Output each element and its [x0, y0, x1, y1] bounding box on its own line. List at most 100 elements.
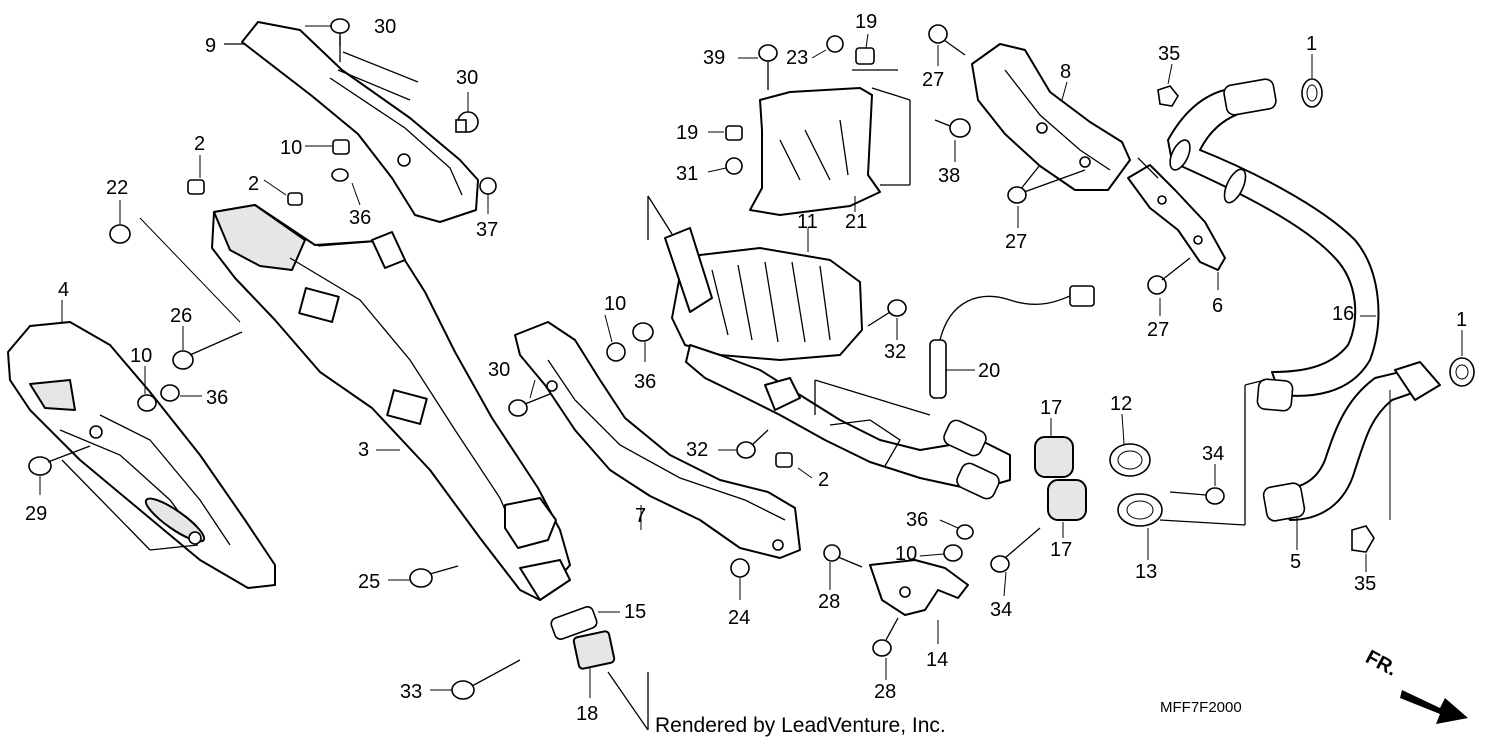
label-10: 10 [280, 137, 302, 159]
label-14: 14 [926, 649, 948, 671]
washer-36-d[interactable] [956, 524, 974, 540]
washer-36-a[interactable] [331, 168, 349, 182]
part-11-chamber[interactable] [664, 227, 1011, 501]
diagram-code: MFF7F2000 [1160, 699, 1242, 716]
bolt-29[interactable] [28, 445, 91, 476]
bolt-27-top[interactable] [928, 24, 966, 56]
bolt-33[interactable] [451, 659, 521, 700]
bolt-25[interactable] [409, 565, 459, 588]
label-24: 24 [728, 607, 750, 629]
label-27: 27 [922, 69, 944, 91]
gasket-1-top[interactable] [1301, 78, 1323, 108]
label-4: 4 [58, 279, 69, 301]
part-16-exhaust-pipe[interactable] [1166, 78, 1380, 412]
bolt-27-right[interactable] [1147, 257, 1191, 295]
bolt-34-left[interactable] [990, 527, 1041, 573]
bolt-32-right[interactable] [867, 299, 907, 327]
label-31: 31 [676, 163, 698, 185]
part-20-o2-sensor[interactable] [929, 285, 1095, 399]
part-15-collar[interactable] [550, 605, 599, 641]
label-30: 30 [456, 67, 478, 89]
bolt-30-top[interactable] [330, 18, 350, 46]
label-34: 34 [1202, 443, 1224, 465]
nut-10-b[interactable] [137, 394, 157, 412]
label-2: 2 [818, 469, 829, 491]
nut-10-a[interactable] [332, 139, 350, 155]
label-10: 10 [895, 543, 917, 565]
label-9: 9 [205, 35, 216, 57]
label-28: 28 [818, 591, 840, 613]
nut-35-top[interactable] [1157, 85, 1179, 107]
label-3: 3 [358, 439, 369, 461]
part-9-upper-heat-guard[interactable] [241, 21, 479, 223]
label-11: 11 [797, 211, 818, 233]
label-6: 6 [1212, 295, 1223, 317]
label-12: 12 [1110, 393, 1132, 415]
bolt-28-top[interactable] [823, 544, 863, 568]
part-8-heat-guard[interactable] [971, 43, 1131, 191]
grommet-22[interactable] [109, 224, 131, 244]
part-14-stay[interactable] [869, 559, 969, 616]
label-27: 27 [1005, 231, 1027, 253]
label-7: 7 [635, 505, 646, 527]
nut-19-top[interactable] [855, 47, 875, 65]
bolt-27-mid[interactable] [1007, 186, 1027, 204]
bolt-38[interactable] [934, 118, 971, 138]
clamp-13[interactable] [1117, 493, 1163, 527]
label-30: 30 [374, 16, 396, 38]
nut-10-c[interactable] [606, 342, 626, 362]
clamp-12[interactable] [1109, 443, 1151, 477]
washer-36-b[interactable] [160, 384, 180, 402]
part-21-bracket[interactable] [749, 87, 881, 216]
gasket-1-right[interactable] [1449, 357, 1475, 387]
label-16: 16 [1332, 303, 1354, 325]
label-25: 25 [358, 571, 380, 593]
nut-2-c[interactable] [775, 452, 793, 468]
label-2: 2 [248, 173, 259, 195]
label-10: 10 [130, 345, 152, 367]
front-direction-label: FR. [1362, 646, 1401, 681]
bolt-32-left[interactable] [736, 429, 769, 459]
nut-2-a[interactable] [187, 179, 205, 195]
label-37: 37 [476, 219, 498, 241]
bolt-34-right[interactable] [1169, 487, 1225, 505]
label-8: 8 [1060, 61, 1071, 83]
nut-19-left[interactable] [725, 125, 743, 141]
bolt-28-bottom[interactable] [872, 617, 899, 657]
grommet-37[interactable] [479, 177, 497, 195]
label-27: 27 [1147, 319, 1169, 341]
bolt-39[interactable] [758, 44, 778, 90]
render-credit: Rendered by LeadVenture, Inc. [655, 714, 946, 737]
nut-10-d[interactable] [943, 544, 963, 562]
nut-24[interactable] [730, 558, 750, 578]
grommet-31[interactable] [725, 157, 743, 175]
label-29: 29 [25, 503, 47, 525]
label-18: 18 [576, 703, 598, 725]
collar-17-top[interactable] [1034, 436, 1074, 478]
nut-2-b[interactable] [287, 192, 303, 206]
bolt-26[interactable] [172, 331, 243, 370]
label-36: 36 [349, 207, 371, 229]
label-23: 23 [786, 47, 808, 69]
label-39: 39 [703, 47, 725, 69]
part-5-exhaust-pipe[interactable] [1262, 361, 1441, 522]
part-3-muffler[interactable] [211, 204, 571, 601]
label-19: 19 [855, 11, 877, 33]
washer-23[interactable] [826, 35, 844, 53]
label-15: 15 [624, 601, 646, 623]
part-7-heat-shield[interactable] [514, 321, 801, 559]
nut-35-bottom[interactable] [1351, 525, 1375, 553]
label-32: 32 [884, 341, 906, 363]
part-4-muffler-heat-guard[interactable] [7, 321, 276, 589]
bolt-30-center[interactable] [508, 393, 551, 417]
washer-36-c[interactable] [632, 322, 654, 342]
collar-17-bottom[interactable] [1047, 479, 1087, 521]
bolt-30-right[interactable] [455, 111, 479, 133]
front-direction-arrow-icon: FR. [1362, 646, 1468, 724]
label-35: 35 [1158, 43, 1180, 65]
label-36: 36 [906, 509, 928, 531]
part-6-guard[interactable] [1127, 164, 1226, 271]
label-2: 2 [194, 133, 205, 155]
part-18-rubber[interactable] [572, 630, 616, 670]
